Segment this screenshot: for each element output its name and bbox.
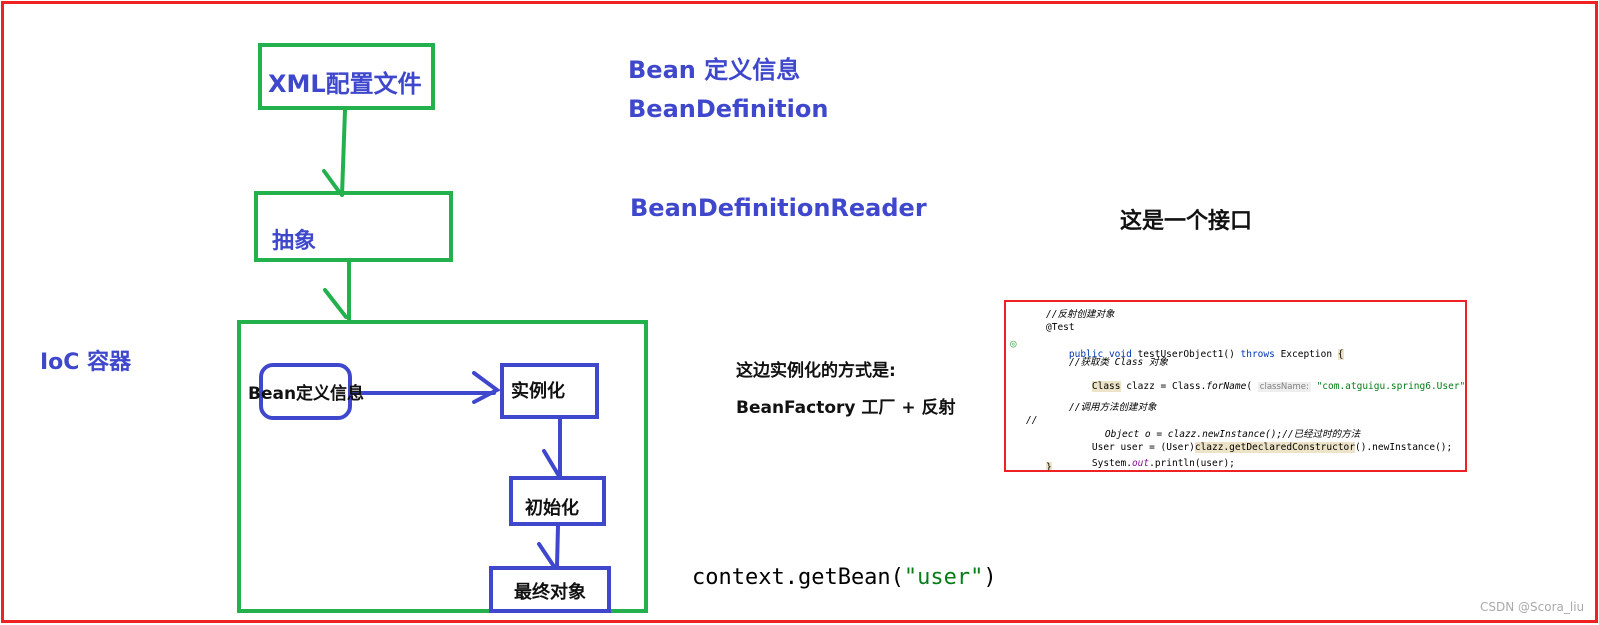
code-annotation-test: @Test: [1046, 322, 1075, 333]
deprecated-comment: //已经过时的方法: [1282, 429, 1361, 440]
interface-note: 这是一个接口: [1120, 209, 1253, 234]
xml-config-box: [258, 43, 435, 110]
code-class-forname: Class clazz = Class.forName( className: …: [1069, 370, 1467, 403]
get-bean-arg: "user": [903, 565, 984, 590]
line-comment-marker: //: [1026, 415, 1038, 426]
get-bean-call: context.getBean("user"): [692, 565, 997, 590]
arrowhead-container: [323, 288, 348, 319]
bean-def-box: [259, 363, 352, 420]
factory-reflection-note: BeanFactory 工厂 + 反射: [736, 398, 956, 418]
final-object-box: [489, 566, 611, 613]
arrowhead-init: [542, 449, 561, 478]
instantiation-way-note: 这边实例化的方式是:: [736, 361, 896, 381]
new-instance-call: ().newInstance();: [1355, 442, 1453, 453]
open-paren: (: [1246, 381, 1258, 392]
bean-def-label: Bean定义信息: [248, 384, 365, 404]
kw-void: void: [1108, 349, 1132, 360]
arrowhead-instantiate: [472, 371, 501, 404]
code-method-signature: public void testUserObject1() throws Exc…: [1046, 338, 1344, 371]
initialize-box: [509, 476, 606, 526]
kw-public: public: [1068, 349, 1104, 360]
class-name-string: "com.atguigu.spring6.User": [1310, 381, 1466, 392]
code-println: System.out.println(user);: [1069, 447, 1235, 470]
connector-xml-to-abstract: [340, 108, 347, 197]
code-comment-get-class: //获取类 Class 对象: [1069, 357, 1168, 368]
class-type: Class: [1091, 381, 1121, 392]
class-assign: clazz = Class.: [1120, 381, 1207, 392]
bean-definition-reader-label: BeanDefinitionReader: [630, 194, 927, 222]
get-bean-prefix: context.getBean(: [692, 565, 904, 590]
ioc-container-box: [237, 320, 648, 613]
code-snippet: //反射创建对象 @Test ◎ public void testUserObj…: [1004, 300, 1467, 472]
abstract-label: 抽象: [272, 229, 317, 254]
initialize-label: 初始化: [525, 498, 579, 519]
forname-call: forName: [1206, 381, 1247, 392]
abstract-box: [254, 191, 453, 262]
system-ref: System.: [1091, 458, 1132, 469]
instantiate-label: 实例化: [511, 381, 565, 402]
get-declared-constructor: clazz.getDeclaredConstructor: [1194, 442, 1355, 453]
code-new-instance: User user = (User)clazz.getDeclaredConst…: [1069, 431, 1452, 464]
arrowhead-final: [537, 542, 557, 570]
close-paren: );: [1465, 381, 1467, 392]
final-object-label: 最终对象: [514, 582, 586, 603]
xml-config-label: XML配置文件: [268, 70, 422, 98]
open-brace: {: [1337, 349, 1344, 360]
connector-init-to-final: [555, 524, 560, 568]
println-call: .println(user);: [1149, 458, 1235, 469]
code-comment-reflect: //反射创建对象: [1046, 309, 1115, 320]
ioc-container-label: IoC 容器: [40, 350, 132, 375]
arrowhead-abstract: [322, 169, 342, 195]
user-cast: User user = (User): [1091, 442, 1195, 453]
code-comment-invoke: //调用方法创建对象: [1069, 402, 1157, 413]
method-name: testUserObject1(): [1131, 349, 1241, 360]
code-deprecated-line: Object o = clazz.newInstance();//已经过时的方法: [1082, 415, 1360, 451]
bean-definition-label: BeanDefinition: [628, 95, 829, 123]
instantiate-box: [500, 363, 599, 419]
get-bean-suffix: ): [983, 565, 997, 590]
kw-throws: throws: [1240, 349, 1275, 360]
run-gutter-icon[interactable]: ◎: [1010, 337, 1017, 350]
exception-type: Exception: [1274, 349, 1338, 360]
watermark: CSDN @Scora_liu: [1480, 600, 1585, 614]
param-hint: className:: [1257, 382, 1311, 392]
bean-def-title: Bean 定义信息: [628, 56, 801, 84]
out-field: out: [1131, 458, 1150, 469]
deprecated-code: Object o = clazz.newInstance();: [1104, 429, 1283, 440]
close-brace: }: [1046, 462, 1052, 472]
